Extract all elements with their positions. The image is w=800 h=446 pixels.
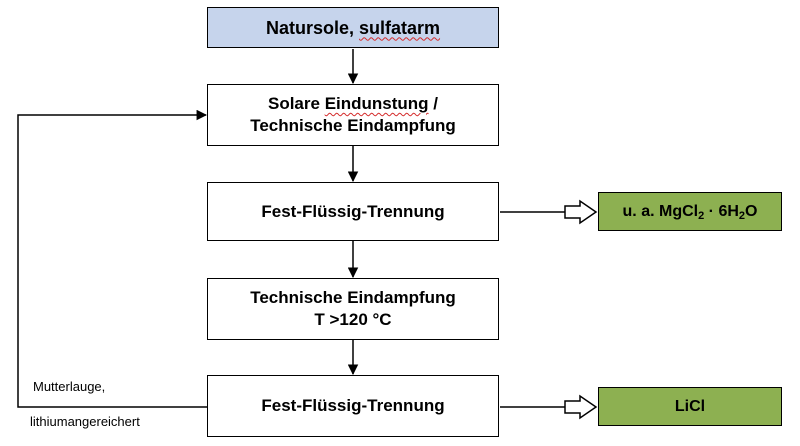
- source-box: Natursole, sulfatarm: [207, 7, 499, 48]
- separation-box-1: Fest-Flüssig-Trennung: [207, 182, 499, 241]
- recycle-loop-line: [17, 109, 208, 408]
- evaporation-line-1-prefix: Solare: [267, 94, 325, 113]
- product-1-suffix: O: [745, 202, 758, 220]
- evaporation-line-1-marked: Eindunstung: [324, 94, 429, 113]
- separation-2-label: Fest-Flüssig-Trennung: [261, 396, 445, 415]
- product-1-prefix: u. a. MgCl: [622, 202, 699, 220]
- output-hollow-arrow-1: [564, 199, 598, 225]
- product-1-middle: · 6H: [704, 202, 739, 220]
- evaporation-box: Solare Eindunstung / Technische Eindampf…: [207, 84, 499, 146]
- evaporation-line-2: Technische Eindampfung: [250, 116, 456, 135]
- product-box-2: LiCl: [598, 387, 782, 426]
- evaporation-line-1: Solare Eindunstung /: [268, 93, 438, 115]
- separation-1-label: Fest-Flüssig-Trennung: [261, 201, 445, 221]
- output-hollow-arrow-2: [564, 394, 598, 420]
- product-1-subscript-1: 2: [698, 209, 705, 222]
- recycle-label-line-2: lithiumangereichert: [30, 414, 140, 429]
- evaporation-line-1-suffix: /: [428, 94, 439, 113]
- product-2-label: LiCl: [674, 397, 706, 415]
- source-label-prefix: Natursole,: [265, 17, 359, 38]
- product-1-subscript-2: 2: [738, 209, 746, 222]
- recycle-label-line-1: Mutterlauge,: [33, 379, 106, 394]
- separation-box-2: Fest-Flüssig-Trennung: [207, 375, 499, 437]
- product-box-1: u. a. MgCl2 · 6H2O: [598, 192, 782, 231]
- technical-evaporation-line-1: Technische Eindampfung: [250, 288, 456, 307]
- source-label-marked: sulfatarm: [359, 17, 441, 38]
- product-1-label: u. a. MgCl2 · 6H2O: [623, 201, 758, 223]
- source-label: Natursole, sulfatarm: [266, 17, 440, 39]
- technical-evaporation-line-2: T >120 °C: [314, 310, 392, 329]
- technical-evaporation-box: Technische Eindampfung T >120 °C: [207, 278, 499, 340]
